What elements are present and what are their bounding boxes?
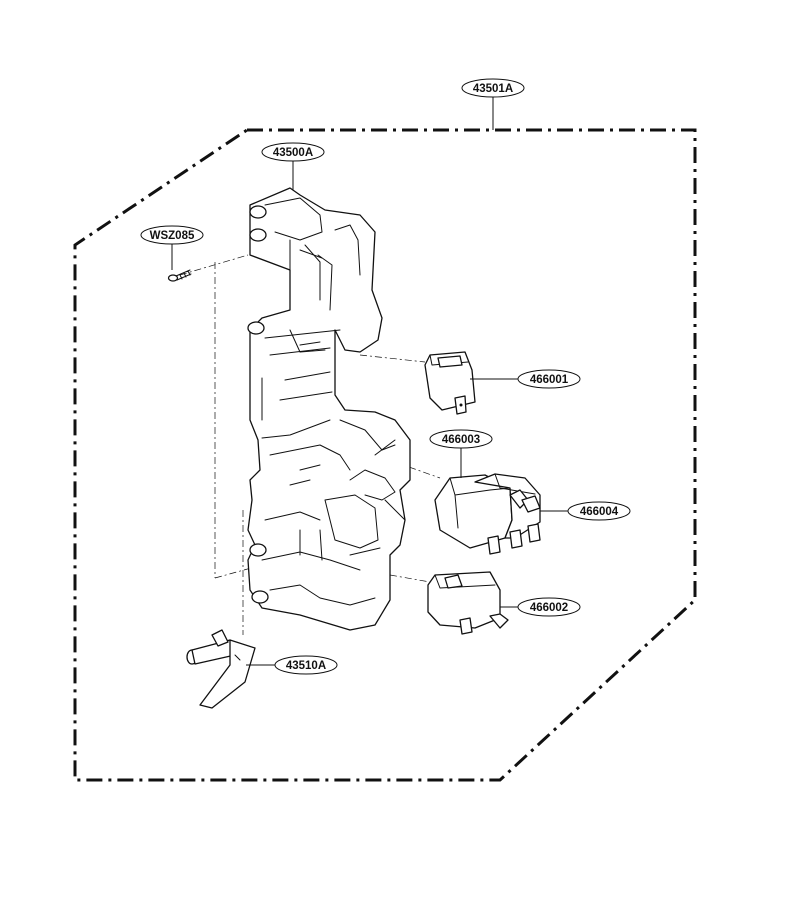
assembly-boundary (73, 128, 697, 782)
callout-switch-pair-upper: 466003 (429, 429, 493, 449)
switch-mount-frame (247, 187, 411, 631)
callout-switch-bottom-text: 466002 (530, 602, 568, 614)
callout-frame-text: 43500A (273, 147, 313, 159)
screw (167, 269, 192, 282)
actuator-lever (186, 629, 256, 709)
callout-switch-pair-right: 466004 (567, 501, 631, 521)
callout-assembly: 43501A (461, 78, 525, 98)
microswitch-pair-466003-466004 (434, 473, 541, 555)
microswitch-466001 (424, 351, 476, 415)
leader-lines (171, 96, 568, 666)
callout-switch-bottom: 466002 (517, 597, 581, 617)
callout-lever: 43510A (274, 655, 338, 675)
callout-screw-text: WSZ085 (150, 230, 195, 242)
callout-switch-pair-upper-text: 466003 (442, 434, 480, 446)
callout-switch-top: 466001 (517, 369, 581, 389)
callout-screw: WSZ085 (140, 225, 204, 245)
callout-assembly-text: 43501A (473, 83, 513, 95)
callout-lever-text: 43510A (286, 660, 326, 672)
microswitch-466002 (427, 571, 509, 635)
callout-frame: 43500A (261, 142, 325, 162)
callout-switch-pair-right-text: 466004 (580, 506, 619, 518)
callout-switch-top-text: 466001 (530, 374, 569, 386)
